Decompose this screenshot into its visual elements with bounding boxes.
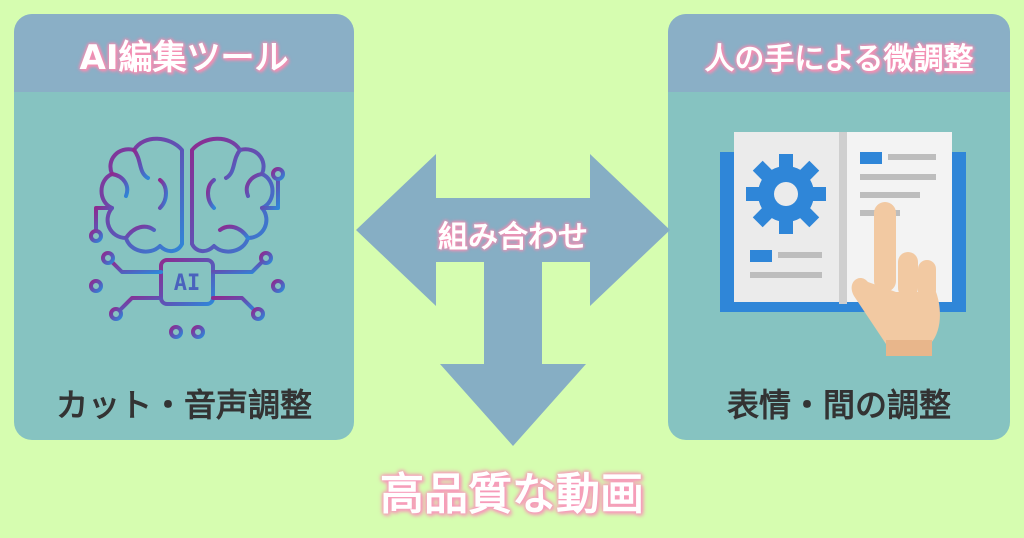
book-gear-hand-icon — [720, 132, 966, 356]
ai-brain-chip-icon: AI — [89, 136, 285, 339]
three-way-arrow-icon — [356, 154, 670, 446]
ai-tool-panel: AI編集ツール — [14, 14, 354, 440]
ai-tool-title: AI編集ツール — [79, 38, 289, 78]
human-adjust-caption: 表情・間の調整 — [726, 386, 951, 424]
ai-tool-panel-header — [14, 14, 354, 92]
ai-tool-caption: カット・音声調整 — [55, 386, 312, 424]
human-adjust-panel: 人の手による微調整 — [668, 14, 1010, 440]
human-adjust-title: 人の手による微調整 — [704, 42, 974, 77]
combination-label: 組み合わせ — [438, 220, 588, 255]
chip-label: AI — [174, 271, 201, 296]
result-label: 高品質な動画 — [380, 469, 644, 520]
human-adjust-panel-header — [668, 14, 1010, 92]
